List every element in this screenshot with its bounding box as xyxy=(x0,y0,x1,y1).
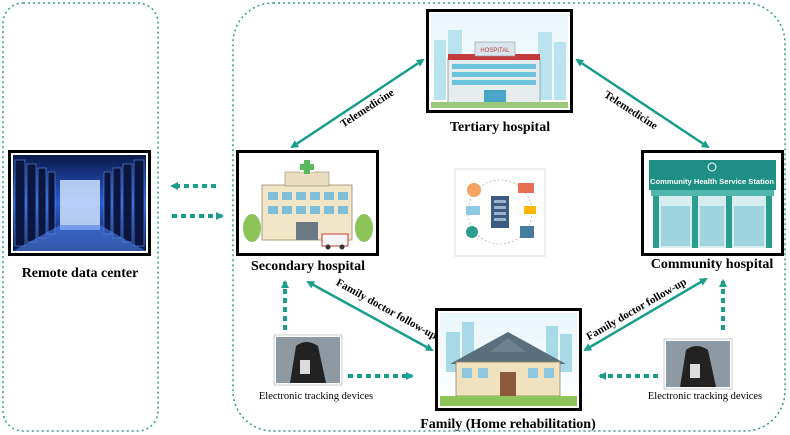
secondary-hospital-image xyxy=(236,150,379,256)
secondary-hospital-label: Secondary hospital xyxy=(251,259,365,274)
datacenter-label: Remote data center xyxy=(22,266,139,281)
telemedicine-left-label: Telemedicine xyxy=(338,87,396,131)
arrow-tertiary-secondary xyxy=(290,58,425,149)
followup-left-label: Family doctor follow-up xyxy=(334,277,439,343)
tracking-devices-right-label: Electronic tracking devices xyxy=(648,391,762,402)
community-hospital-image: Community Health Service Station xyxy=(641,150,784,256)
tracking-device-right-image xyxy=(663,338,733,390)
care-network-group-border xyxy=(232,2,786,432)
family-label: Family (Home rehabilitation) xyxy=(420,417,596,432)
datacenter-group-border xyxy=(2,2,159,432)
tertiary-hospital-label: Tertiary hospital xyxy=(450,120,550,135)
arrow-community-family xyxy=(583,277,708,352)
community-sign: Community Health Service Station xyxy=(650,177,774,186)
tracking-device-left-image xyxy=(273,334,343,386)
family-home-image xyxy=(435,308,582,411)
arrow-secondary-family xyxy=(306,280,434,352)
tertiary-hospital-image: HOSPITAL xyxy=(426,9,573,113)
tracking-devices-left-label: Electronic tracking devices xyxy=(259,391,373,402)
datacenter-image xyxy=(8,150,151,256)
hospital-sign: HOSPITAL xyxy=(480,48,510,54)
followup-right-label: Family doctor follow-up xyxy=(584,276,688,343)
network-hub-icon xyxy=(454,168,546,257)
arrow-tertiary-community xyxy=(575,58,710,149)
community-hospital-label: Community hospital xyxy=(651,257,774,272)
